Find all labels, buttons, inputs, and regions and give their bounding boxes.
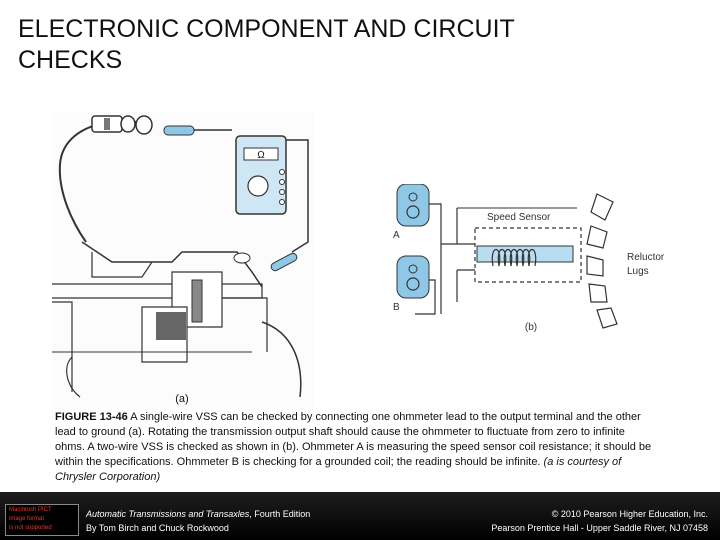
sensor-coil xyxy=(491,248,537,267)
speed-sensor-label: Speed Sensor xyxy=(487,212,551,223)
slide-title: ELECTRONIC COMPONENT AND CIRCUIT CHECKS xyxy=(18,14,698,76)
figure-b-illustration: A B Speed Sensor Reluctor Lugs (b) xyxy=(393,184,665,333)
probe-a xyxy=(163,125,195,136)
probe-b xyxy=(270,252,298,272)
publisher-logo-placeholder: Macintosh PICT image format is not suppo… xyxy=(5,504,79,536)
reluctor-label-line-1: Reluctor xyxy=(627,252,665,263)
transmission-case xyxy=(52,241,302,398)
figure-caption: FIGURE 13-46 A single-wire VSS can be ch… xyxy=(55,410,655,485)
figure-b-vss-two-wire: A B Speed Sensor Reluctor Lugs (b) xyxy=(385,184,673,336)
ohm-symbol: Ω xyxy=(257,150,265,161)
reluctor-lugs xyxy=(586,193,618,329)
figure-a-vss-single-wire: Ω (a) xyxy=(52,112,314,408)
ohmmeter: Ω xyxy=(235,135,287,215)
footer-book-info: Automatic Transmissions and Transaxles, … xyxy=(86,507,310,535)
sensor-core xyxy=(476,245,574,263)
sensor-housing xyxy=(474,227,582,283)
footer-bar: Macintosh PICT image format is not suppo… xyxy=(0,492,720,540)
caption-credit: (a is courtesy of Chrysler Corporation) xyxy=(55,456,622,483)
footer-authors: By Tom Birch and Chuck Rockwood xyxy=(86,523,229,533)
connector xyxy=(91,115,153,135)
meter-a-label: A xyxy=(393,230,400,241)
figure-a-illustration: Ω (a) xyxy=(52,115,309,405)
slide-title-line-1: ELECTRONIC COMPONENT AND CIRCUIT xyxy=(18,15,515,43)
logo-line-3: is not supported xyxy=(9,525,52,531)
slide-title-line-2: CHECKS xyxy=(18,46,123,74)
footer-book-line: Automatic Transmissions and Transaxles, … xyxy=(86,507,310,521)
ohmmeter-a xyxy=(396,184,430,227)
logo-line-1: Macintosh PICT xyxy=(9,507,52,513)
lead-wire xyxy=(58,121,111,243)
footer-copyright: © 2010 Pearson Higher Education, Inc. xyxy=(551,509,708,519)
ohmmeter-b xyxy=(396,255,430,299)
figure-number: FIGURE 13-46 xyxy=(55,411,128,423)
figure-a-label: (a) xyxy=(175,393,188,405)
logo-line-2: image format xyxy=(9,516,45,522)
caption-text: A single-wire VSS can be checked by conn… xyxy=(55,411,652,468)
footer-publisher-info: © 2010 Pearson Higher Education, Inc. Pe… xyxy=(491,507,708,535)
footer-edition: , Fourth Edition xyxy=(249,509,311,519)
footer-book-title: Automatic Transmissions and Transaxles xyxy=(86,509,250,519)
reluctor-label-line-2: Lugs xyxy=(627,266,649,277)
footer-publisher: Pearson Prentice Hall - Upper Saddle Riv… xyxy=(491,523,708,533)
meter-b-label: B xyxy=(393,302,400,313)
figure-b-label: (b) xyxy=(525,322,537,333)
